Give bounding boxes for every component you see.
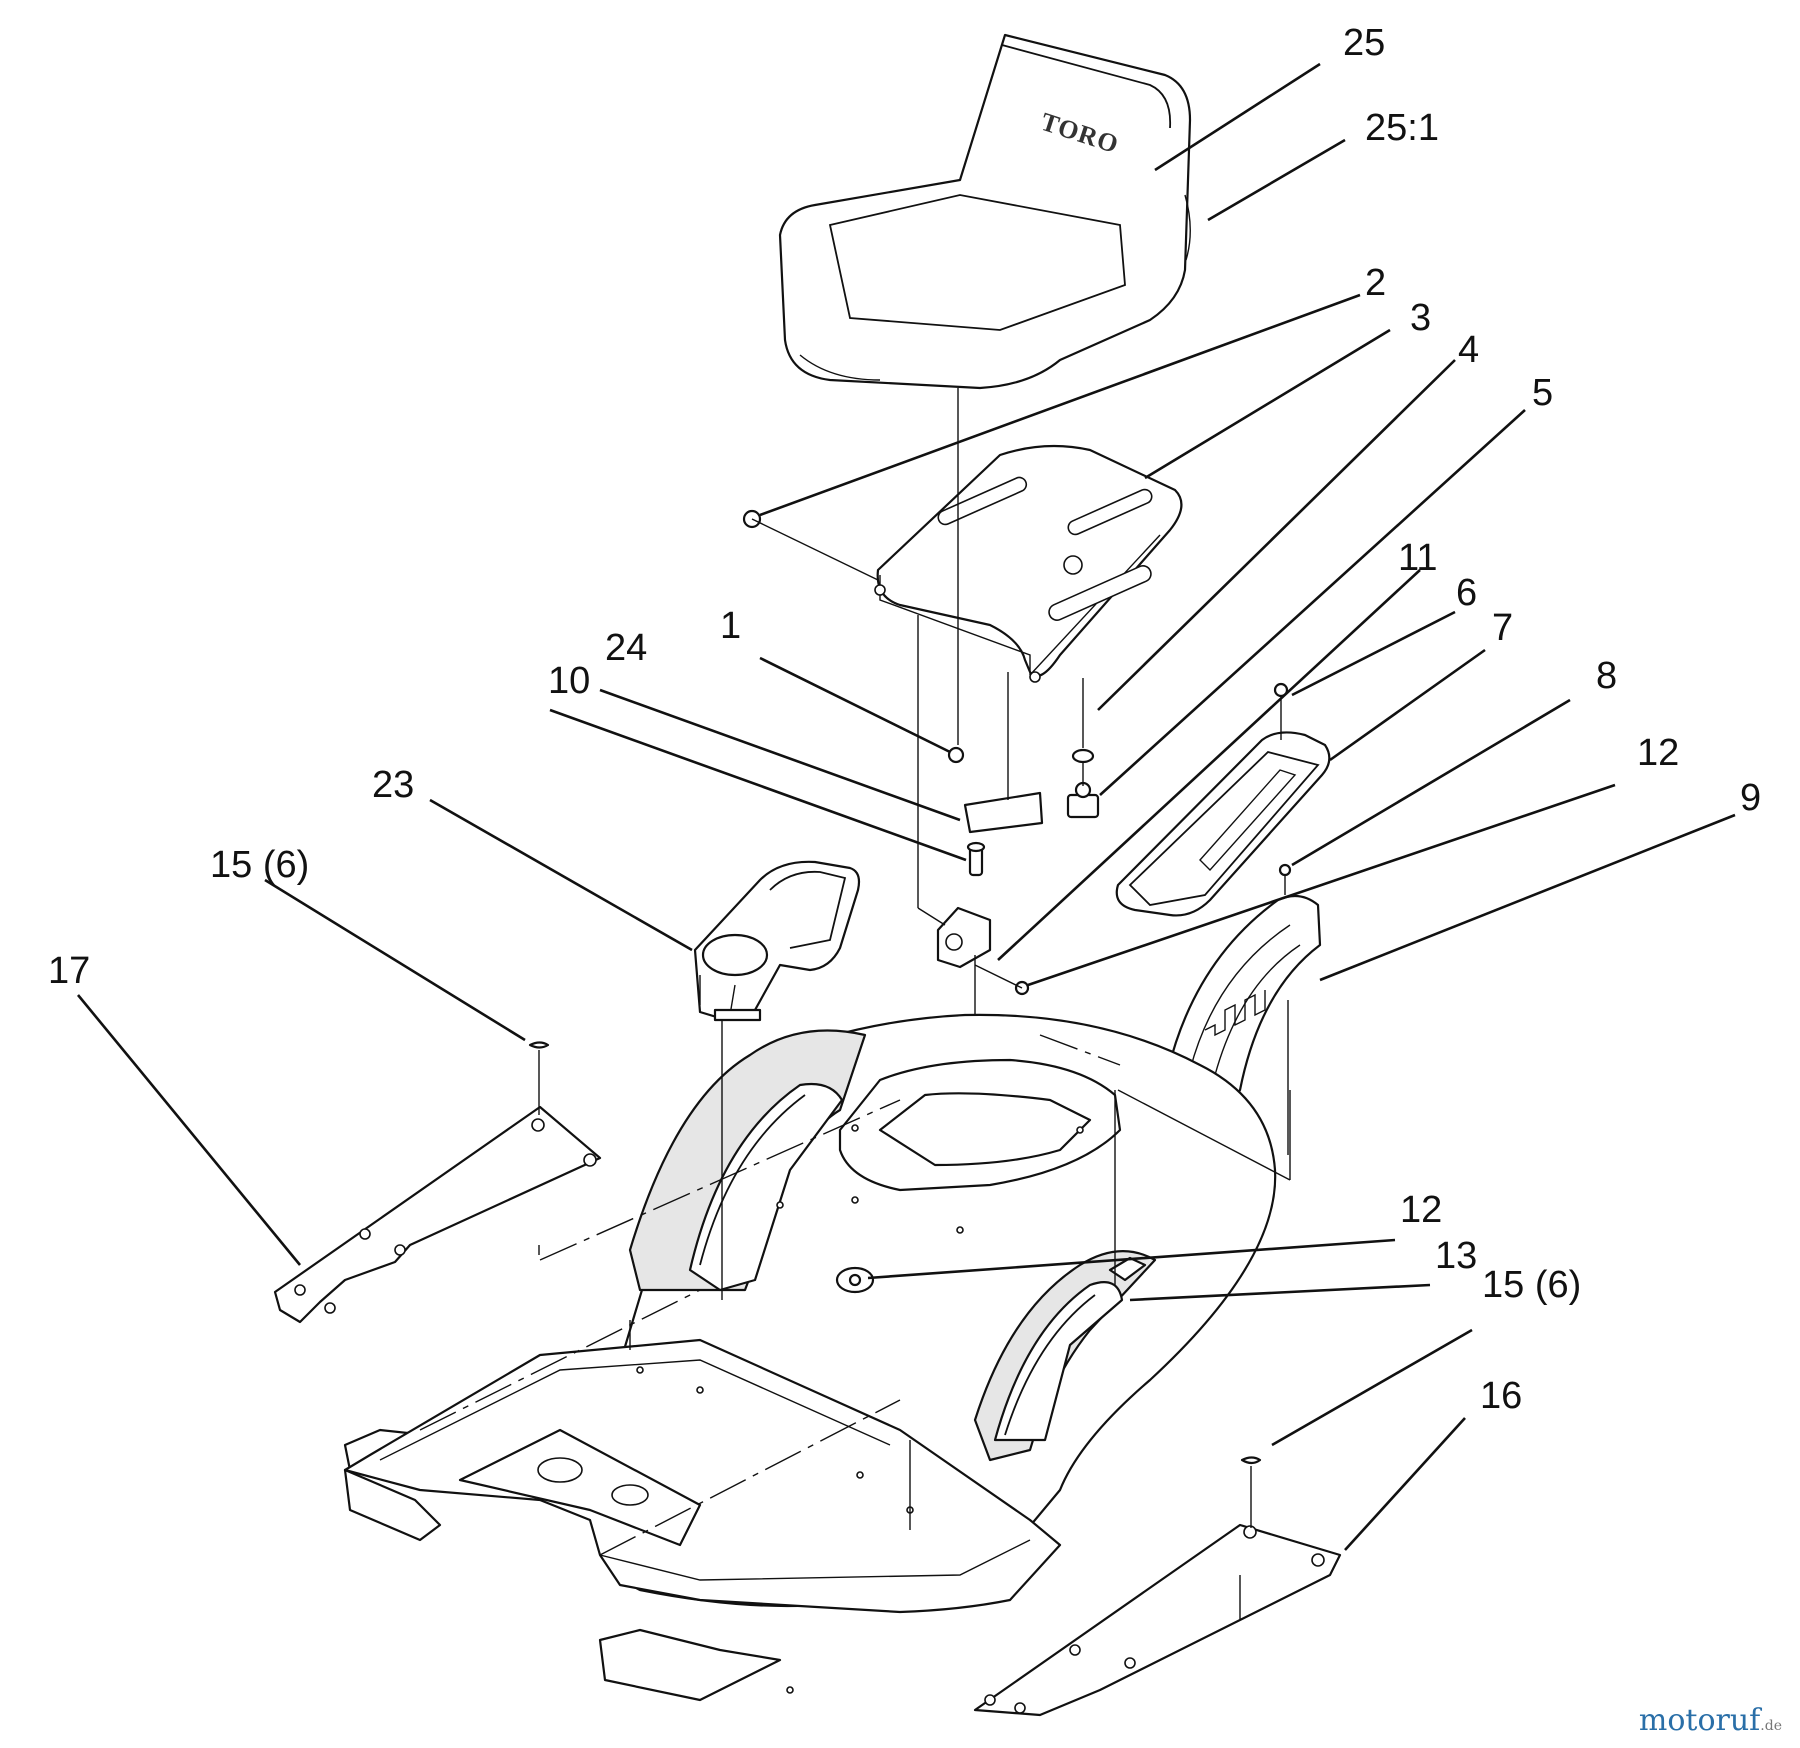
callout-6: 6 [1456, 572, 1477, 614]
callout-12-upper: 12 [1637, 732, 1679, 774]
seat-pan [874, 444, 1183, 683]
callout-17: 17 [48, 950, 90, 992]
callout-23: 23 [372, 764, 414, 806]
nut-1 [947, 746, 965, 764]
washer-4 [1071, 748, 1095, 764]
callout-9: 9 [1740, 777, 1761, 819]
bolt-10 [966, 841, 986, 877]
cup-holder [693, 860, 861, 1022]
watermark-logo: motoruf.de [1639, 1703, 1782, 1738]
callout-11: 11 [1398, 537, 1437, 579]
callout-12-lower: 12 [1400, 1189, 1442, 1231]
callout-10: 10 [548, 660, 590, 702]
callout-25: 25 [1343, 22, 1385, 64]
watermark-tld: .de [1760, 1718, 1782, 1734]
callout-25-1: 25:1 [1365, 107, 1439, 149]
callout-16: 16 [1480, 1375, 1522, 1417]
callout-7: 7 [1492, 607, 1513, 649]
callout-8: 8 [1596, 655, 1617, 697]
callout-5: 5 [1532, 372, 1553, 414]
callout-1: 1 [720, 605, 741, 647]
callout-3: 3 [1410, 297, 1431, 339]
bracket-11 [936, 906, 992, 969]
left-footrest-mat [273, 1041, 602, 1324]
callout-24: 24 [605, 627, 647, 669]
switch-5 [1066, 781, 1100, 819]
fender-body [343, 1013, 1291, 1702]
bolt-2 [742, 509, 879, 581]
plate-24 [963, 791, 1044, 834]
callout-2: 2 [1365, 262, 1386, 304]
callout-4: 4 [1458, 329, 1479, 371]
watermark-main: motoruf [1638, 1703, 1761, 1738]
callout-13: 13 [1435, 1235, 1477, 1277]
shift-plate [1115, 682, 1331, 917]
right-footrest-mat [973, 1456, 1342, 1717]
callout-15-left: 15 (6) [210, 844, 309, 886]
screw-8 [1278, 863, 1292, 877]
callout-15-right: 15 (6) [1482, 1264, 1581, 1306]
seat: TORO [778, 33, 1192, 390]
